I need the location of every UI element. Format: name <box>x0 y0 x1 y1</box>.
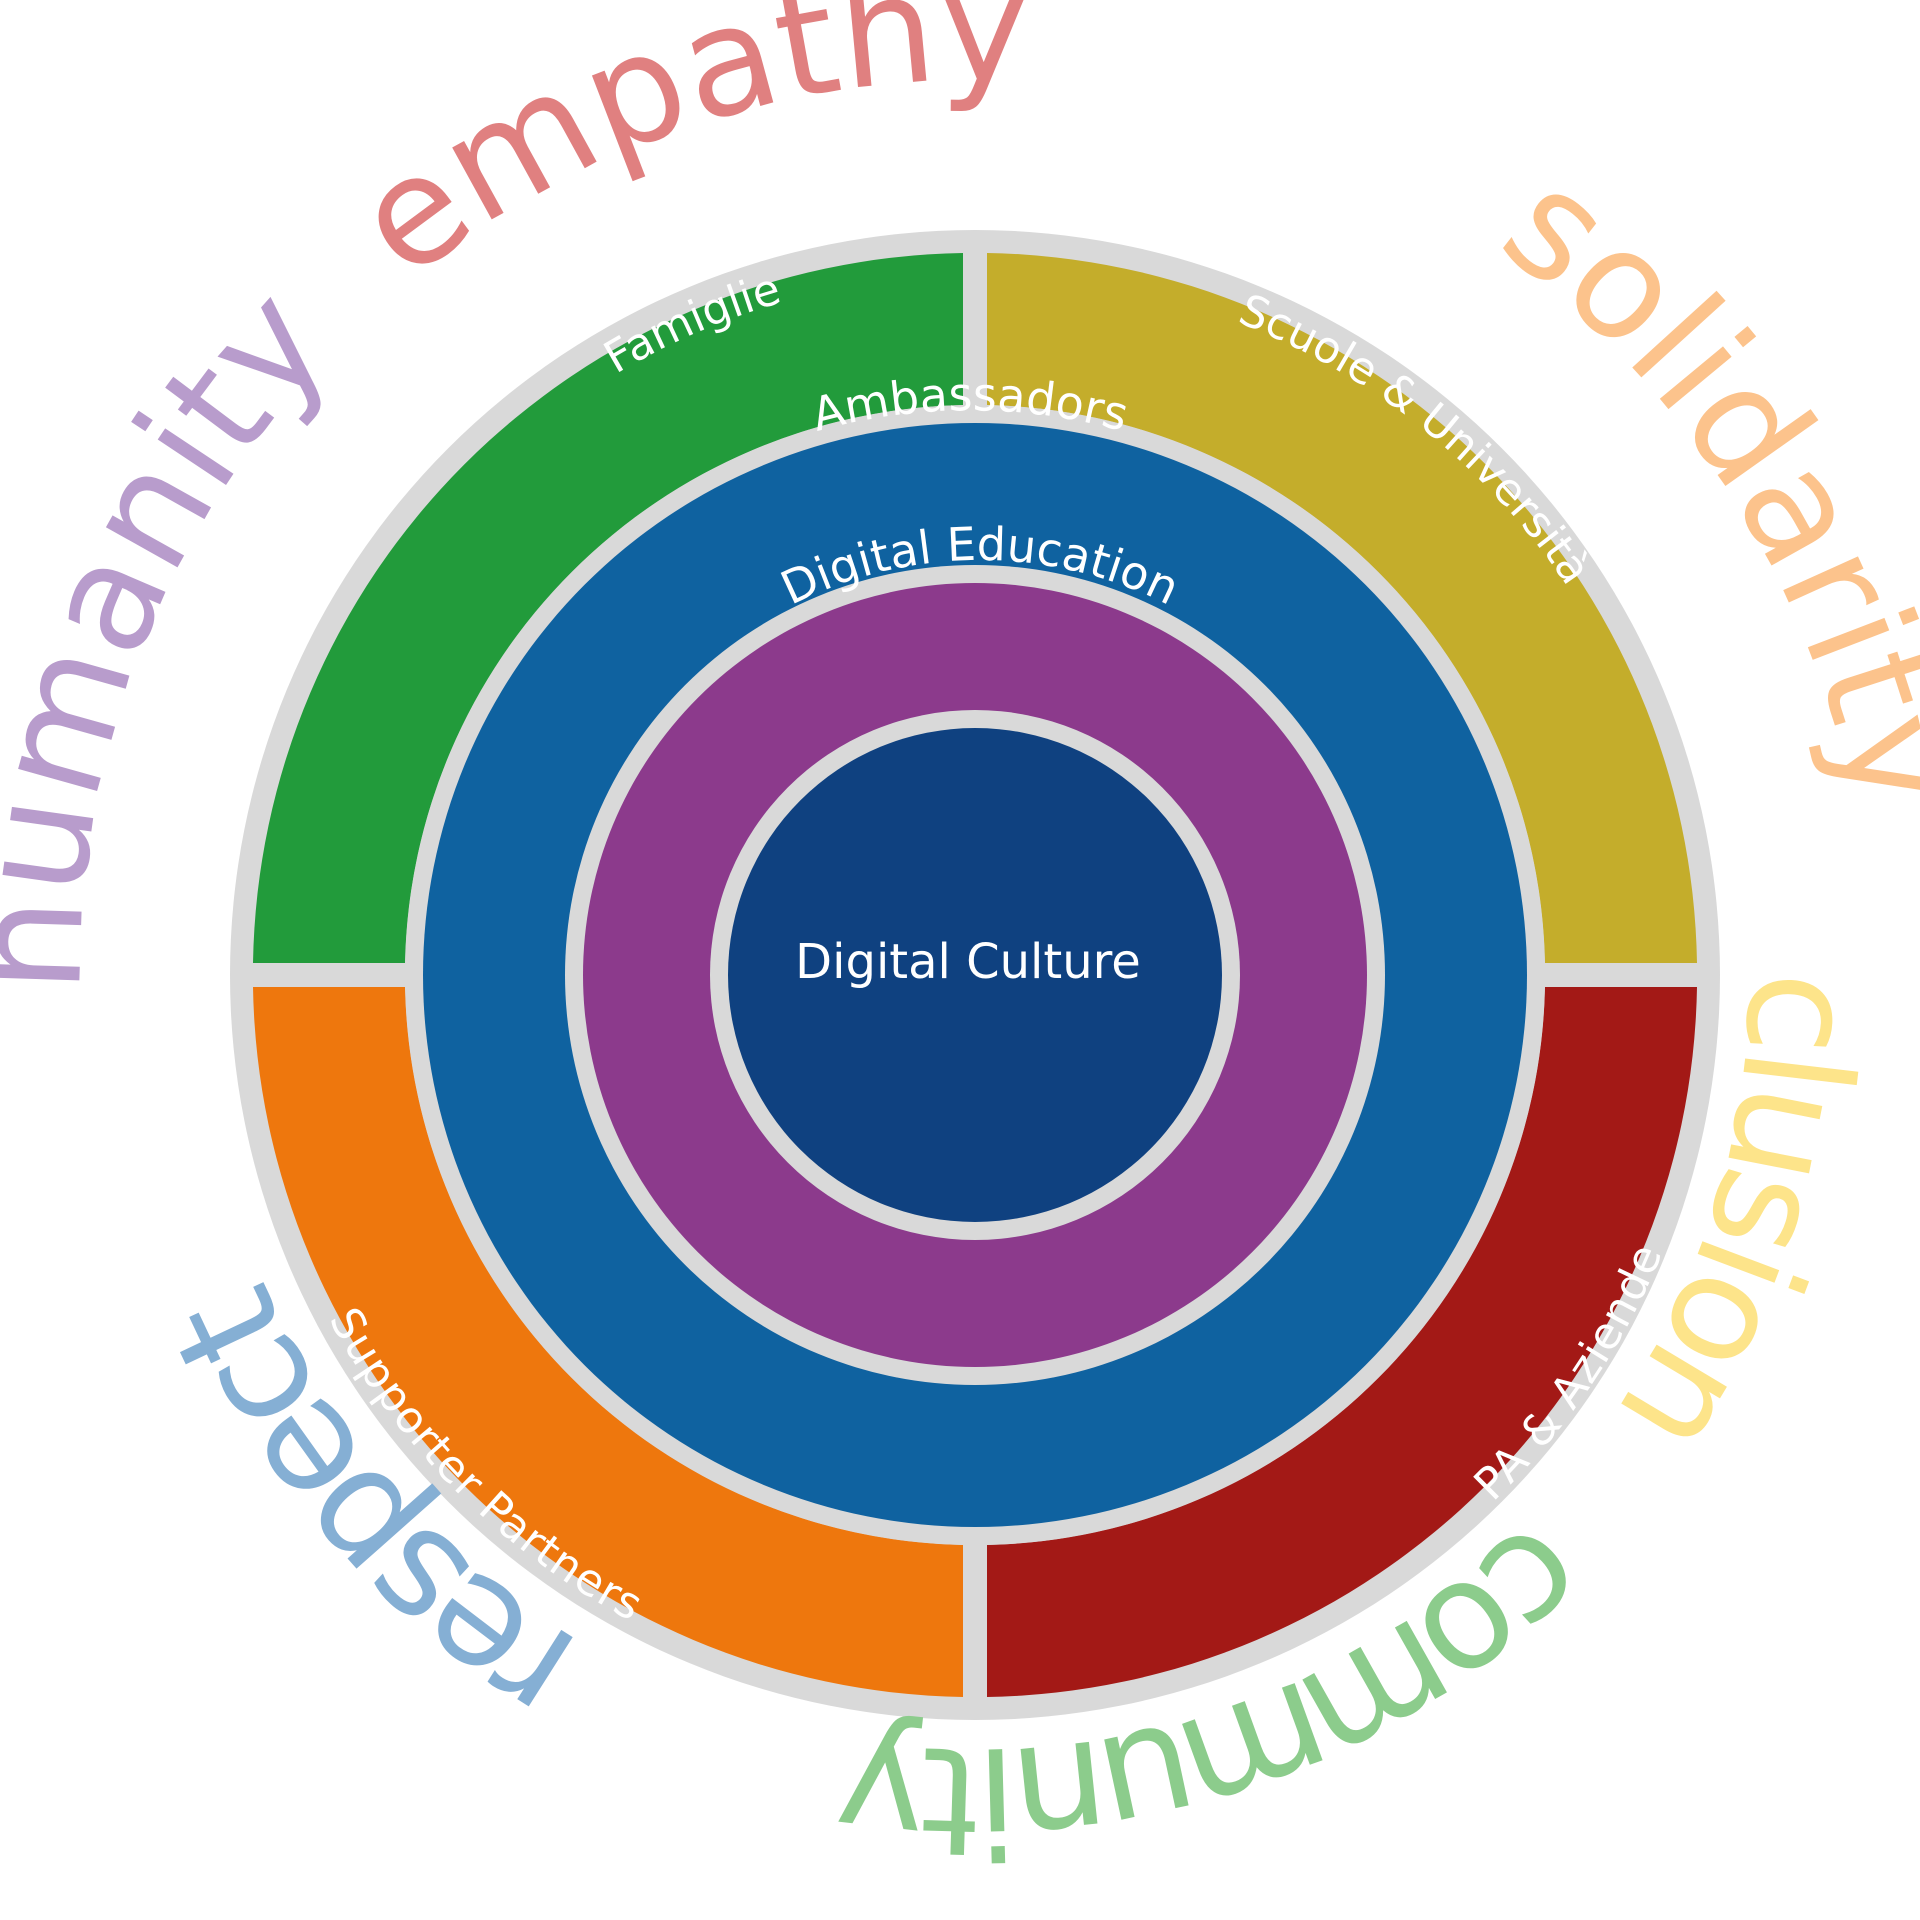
quadrant-supporter-partners <box>253 987 963 1697</box>
center-digital-culture <box>728 728 1222 1222</box>
center-label: Digital Culture <box>795 934 1141 990</box>
quadrant-famiglie <box>253 253 963 963</box>
quadrant-pa-aziende <box>987 987 1697 1697</box>
quadrant-scuole-universita <box>987 253 1697 963</box>
